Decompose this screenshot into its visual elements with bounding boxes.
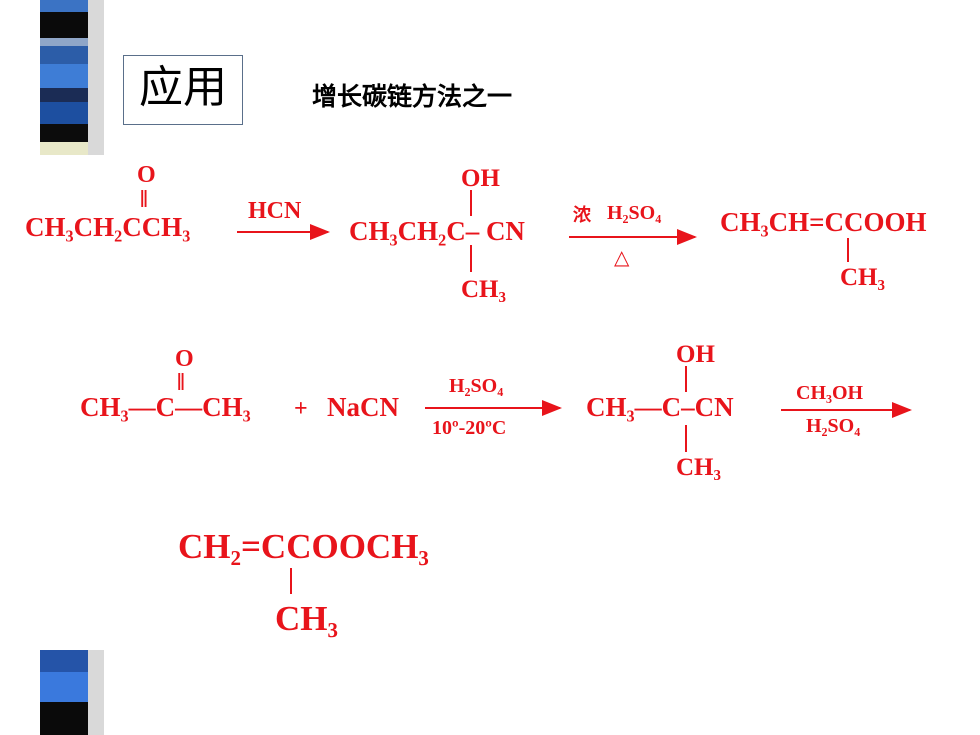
- r2-reactant: CH₃—C—CH₃: [80, 392, 251, 422]
- r2-cond-acid: H₂SO₄: [449, 375, 503, 397]
- r2-intermediate: CH₃—C–CN: [586, 392, 734, 422]
- r2-intermediate-oh: OH: [676, 341, 715, 368]
- r2-double-bond: ‖: [177, 370, 185, 396]
- r2-product-ch3: CH₃: [275, 599, 338, 638]
- reaction-panel: [22, 155, 980, 650]
- r1-product: CH₃CH=CCOOH: [720, 207, 926, 237]
- r1-cond-conc: 浓: [573, 205, 592, 225]
- r2-cond-methanol: CH₃OH: [796, 382, 864, 404]
- r2-cond-acid-2: H₂SO₄: [806, 415, 860, 437]
- r1-cond-heat: △: [614, 247, 630, 269]
- r1-reagent: HCN: [248, 198, 302, 224]
- r2-cond-temp: 10º-20ºC: [432, 417, 506, 439]
- r2-nacn: NaCN: [327, 392, 399, 422]
- r1-intermediate: CH₃CH₂C– CN: [349, 216, 525, 246]
- page-subtitle: 增长碳链方法之一: [312, 82, 513, 111]
- r1-double-bond: ‖: [140, 187, 148, 213]
- r1-product-ch3: CH₃: [840, 264, 885, 291]
- page-title: 应用: [139, 62, 227, 113]
- r2-plus: +: [294, 396, 308, 422]
- r1-intermediate-oh: OH: [461, 165, 500, 192]
- r1-cond-acid: H₂SO₄: [607, 202, 661, 224]
- r1-reactant: CH₃CH₂CCH₃: [25, 212, 190, 242]
- r1-intermediate-ch3: CH₃: [461, 276, 506, 303]
- title-box: 应用: [123, 55, 243, 125]
- r2-carbonyl-o: O: [175, 346, 194, 372]
- r1-carbonyl-o: O: [137, 162, 156, 188]
- r2-product: CH₂=CCOOCH₃: [178, 527, 429, 566]
- r2-intermediate-ch3: CH₃: [676, 454, 721, 481]
